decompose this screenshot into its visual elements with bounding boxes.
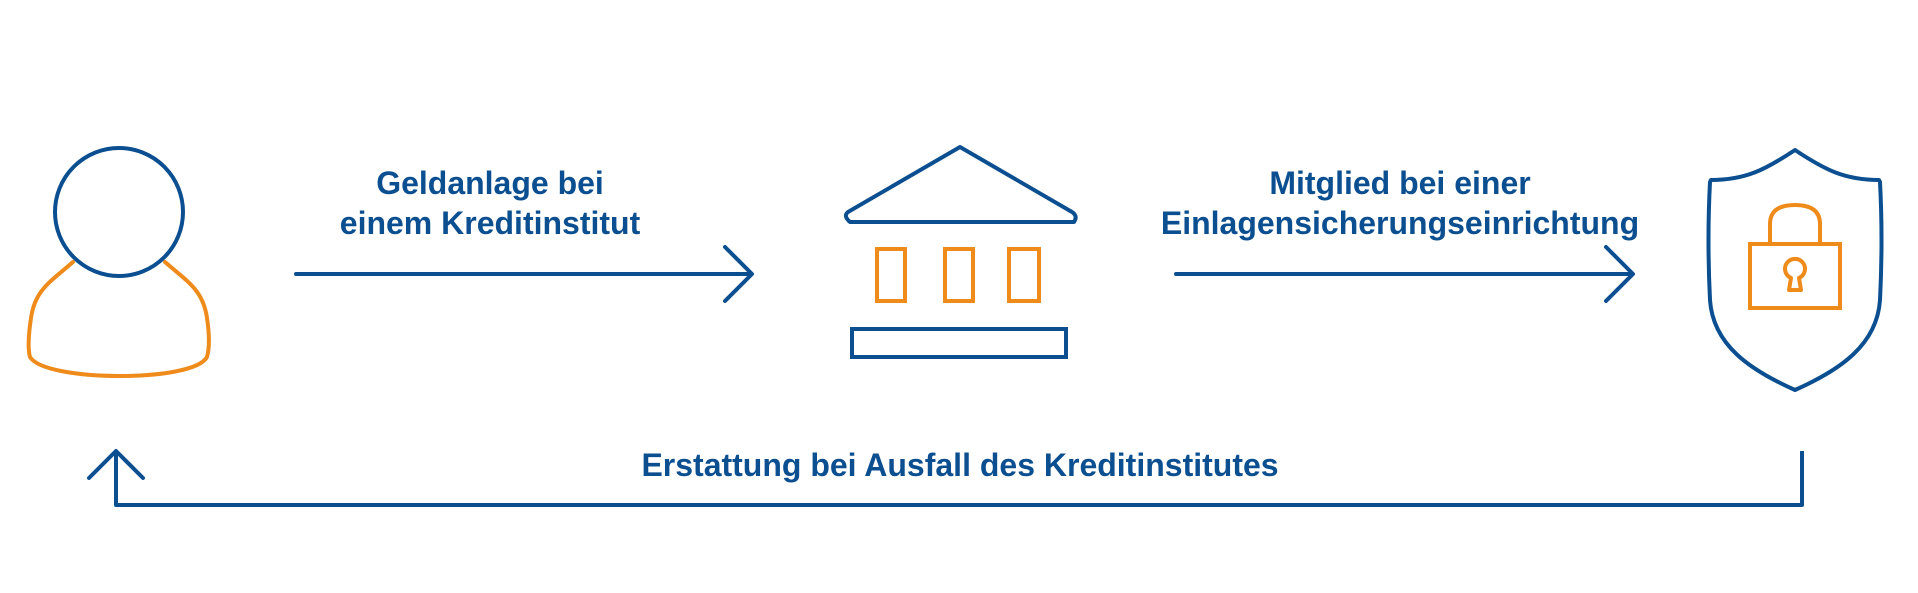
deposit-flow-label-line-2: einem Kreditinstitut: [339, 205, 641, 241]
shield-outline: [1706, 148, 1884, 392]
deposit-arrow: [294, 245, 754, 303]
membership-flow-label-line-2: Einlagensicherungseinrichtung: [1160, 205, 1640, 241]
bank-column-1: [875, 247, 907, 303]
bank-base: [850, 327, 1068, 359]
bank-roof: [843, 145, 1078, 224]
lock-shackle: [1768, 202, 1822, 246]
person-body: [26, 260, 211, 378]
person-head: [53, 146, 185, 278]
membership-flow-label: Mitglied bei einer Einlagensicherungsein…: [1140, 163, 1660, 243]
lock-body: [1748, 242, 1842, 310]
refund-flow-label-text: Erstattung bei Ausfall des Kreditinstitu…: [641, 447, 1279, 483]
keyhole: [1783, 256, 1807, 292]
bank-column-3: [1007, 247, 1041, 303]
bank-icon: [843, 145, 1078, 359]
membership-arrow: [1174, 245, 1635, 303]
refund-flow-label: Erstattung bei Ausfall des Kreditinstitu…: [560, 445, 1360, 485]
shield-lock-icon: [1706, 148, 1884, 392]
deposit-flow-label-line-1: Geldanlage bei: [376, 165, 604, 201]
deposit-flow-label: Geldanlage bei einem Kreditinstitut: [300, 163, 680, 243]
refund-arrow: [87, 449, 1804, 507]
person-icon: [26, 146, 211, 378]
bank-column-2: [943, 247, 975, 303]
membership-flow-label-line-1: Mitglied bei einer: [1269, 165, 1531, 201]
